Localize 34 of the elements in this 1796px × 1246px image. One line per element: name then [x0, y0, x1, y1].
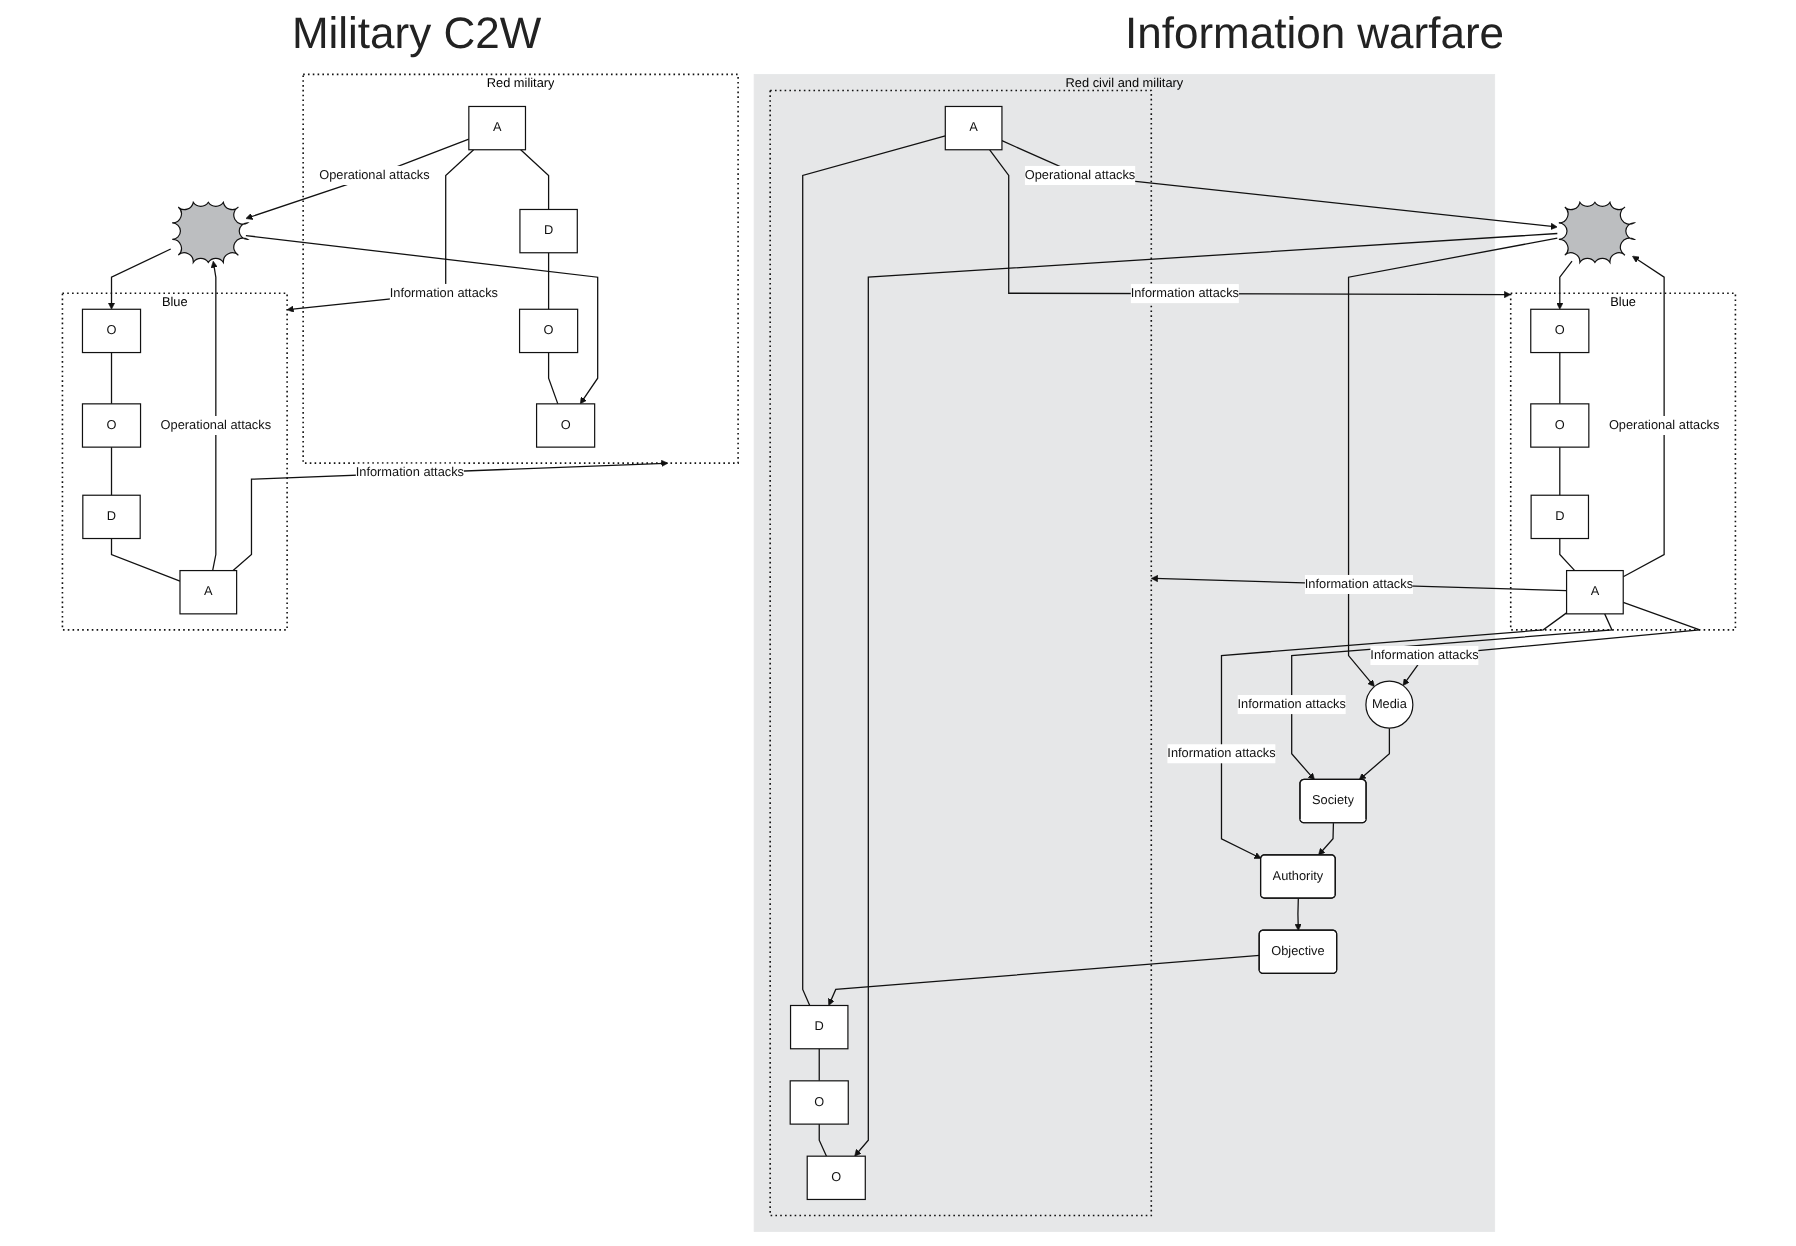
connector	[1558, 446, 1560, 496]
arrow	[1346, 237, 1558, 687]
connector	[1558, 537, 1575, 572]
arrow	[285, 149, 474, 313]
connector	[547, 351, 558, 405]
arrow	[988, 149, 1511, 299]
panel-heading: Military C2W	[291, 8, 542, 60]
connector	[109, 537, 180, 582]
connector	[109, 351, 112, 405]
arrow	[209, 260, 217, 572]
arrow	[1293, 897, 1301, 931]
connector	[817, 1123, 827, 1157]
arrow	[827, 954, 1260, 1006]
connector	[547, 252, 549, 310]
arrow	[231, 459, 668, 572]
node-burst	[1557, 201, 1634, 263]
panel-heading: Information warfare	[1125, 8, 1505, 60]
arrow	[1621, 255, 1664, 578]
arrow	[107, 248, 171, 310]
connector	[817, 1048, 819, 1082]
arrow	[244, 234, 598, 405]
connector	[519, 149, 549, 211]
arrow	[1555, 260, 1572, 310]
arrow	[1000, 140, 1557, 230]
arrow	[1357, 727, 1390, 781]
arrow	[1219, 612, 1567, 859]
arrow	[1290, 613, 1612, 781]
arrow	[853, 232, 1558, 1157]
node-burst	[170, 201, 248, 263]
connector	[801, 135, 945, 1007]
connector	[109, 446, 112, 496]
arrow	[244, 138, 469, 220]
connector	[1558, 351, 1560, 405]
arrow	[1317, 822, 1334, 856]
